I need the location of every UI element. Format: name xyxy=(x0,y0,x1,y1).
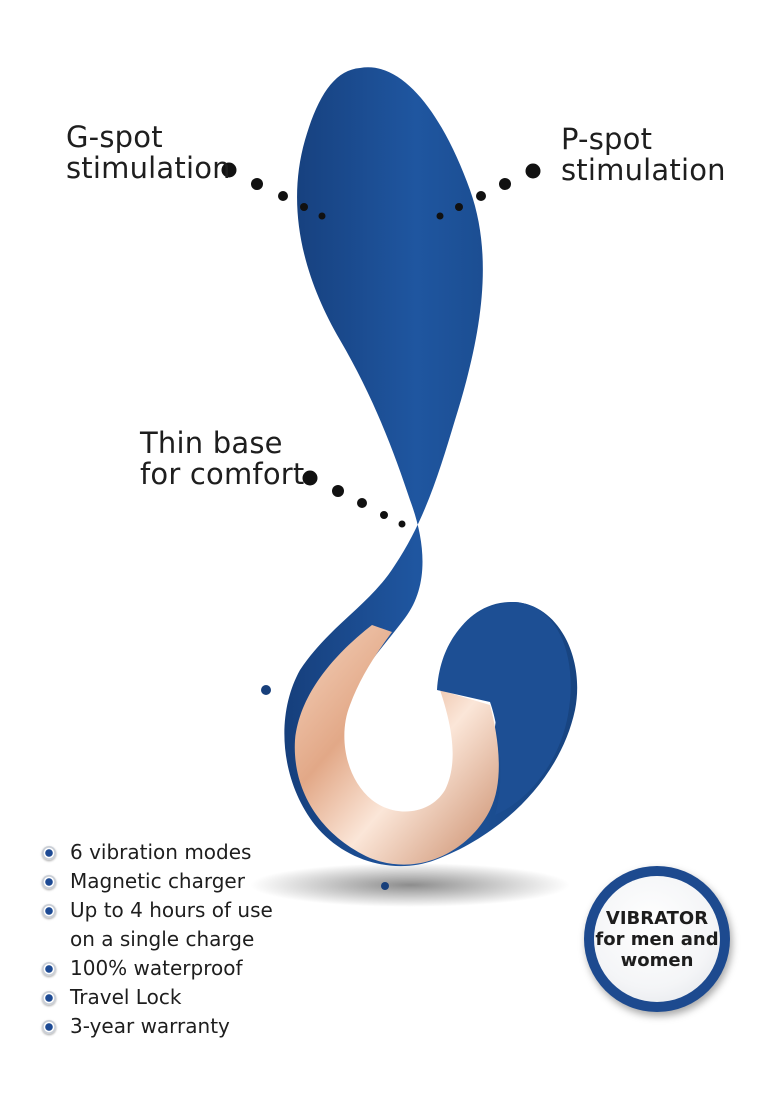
thin-base-dots xyxy=(302,470,406,528)
bullet-icon xyxy=(42,1020,56,1034)
p-spot-line1: P-spot xyxy=(561,122,653,156)
feature-text: 6 vibration modes xyxy=(70,840,252,864)
thin-base-line1: Thin base xyxy=(140,426,283,460)
feature-text: 100% waterproof xyxy=(70,956,243,980)
thin-base-line2: for comfort xyxy=(140,457,305,491)
floor-shadow xyxy=(250,863,570,907)
p-spot-line2: stimulation xyxy=(561,153,726,187)
thin-base-callout: Thin base for comfort xyxy=(140,428,304,490)
bullet-icon xyxy=(42,991,56,1005)
g-spot-callout: G-spot stimulation xyxy=(66,122,231,184)
feature-text: Magnetic charger xyxy=(70,869,245,893)
feature-item: 100% waterproof xyxy=(40,954,273,983)
p-spot-dots xyxy=(436,163,541,220)
product-tip xyxy=(437,602,571,815)
feature-text: Travel Lock xyxy=(70,985,182,1009)
feature-item: Up to 4 hours of use on a single charge xyxy=(40,896,273,954)
g-spot-line2: stimulation xyxy=(66,151,231,185)
feature-text: Up to 4 hours of use xyxy=(70,898,273,922)
g-spot-dots xyxy=(221,162,326,220)
feature-text: 3-year warranty xyxy=(70,1014,230,1038)
feature-list: 6 vibration modes Magnetic charger Up to… xyxy=(40,838,273,1041)
feature-item: Travel Lock xyxy=(40,983,273,1012)
bullet-icon xyxy=(42,875,56,889)
badge-line3: women xyxy=(620,949,694,971)
p-spot-callout: P-spot stimulation xyxy=(561,124,726,186)
feature-text: on a single charge xyxy=(70,927,255,951)
bullet-icon xyxy=(42,846,56,860)
feature-item: Magnetic charger xyxy=(40,867,273,896)
bullet-icon xyxy=(42,962,56,976)
badge-inner: VIBRATOR for men and women xyxy=(594,876,720,1002)
control-button xyxy=(261,685,271,695)
bullet-icon xyxy=(42,904,56,918)
badge-line1: VIBRATOR xyxy=(605,907,709,929)
badge-line2: for men and xyxy=(595,928,719,950)
vibrator-badge: VIBRATOR for men and women xyxy=(584,866,730,1012)
control-button xyxy=(381,882,389,890)
rose-gold-ring xyxy=(294,625,499,865)
feature-item: 3-year warranty xyxy=(40,1012,273,1041)
g-spot-line1: G-spot xyxy=(66,120,163,154)
feature-item: 6 vibration modes xyxy=(40,838,273,867)
